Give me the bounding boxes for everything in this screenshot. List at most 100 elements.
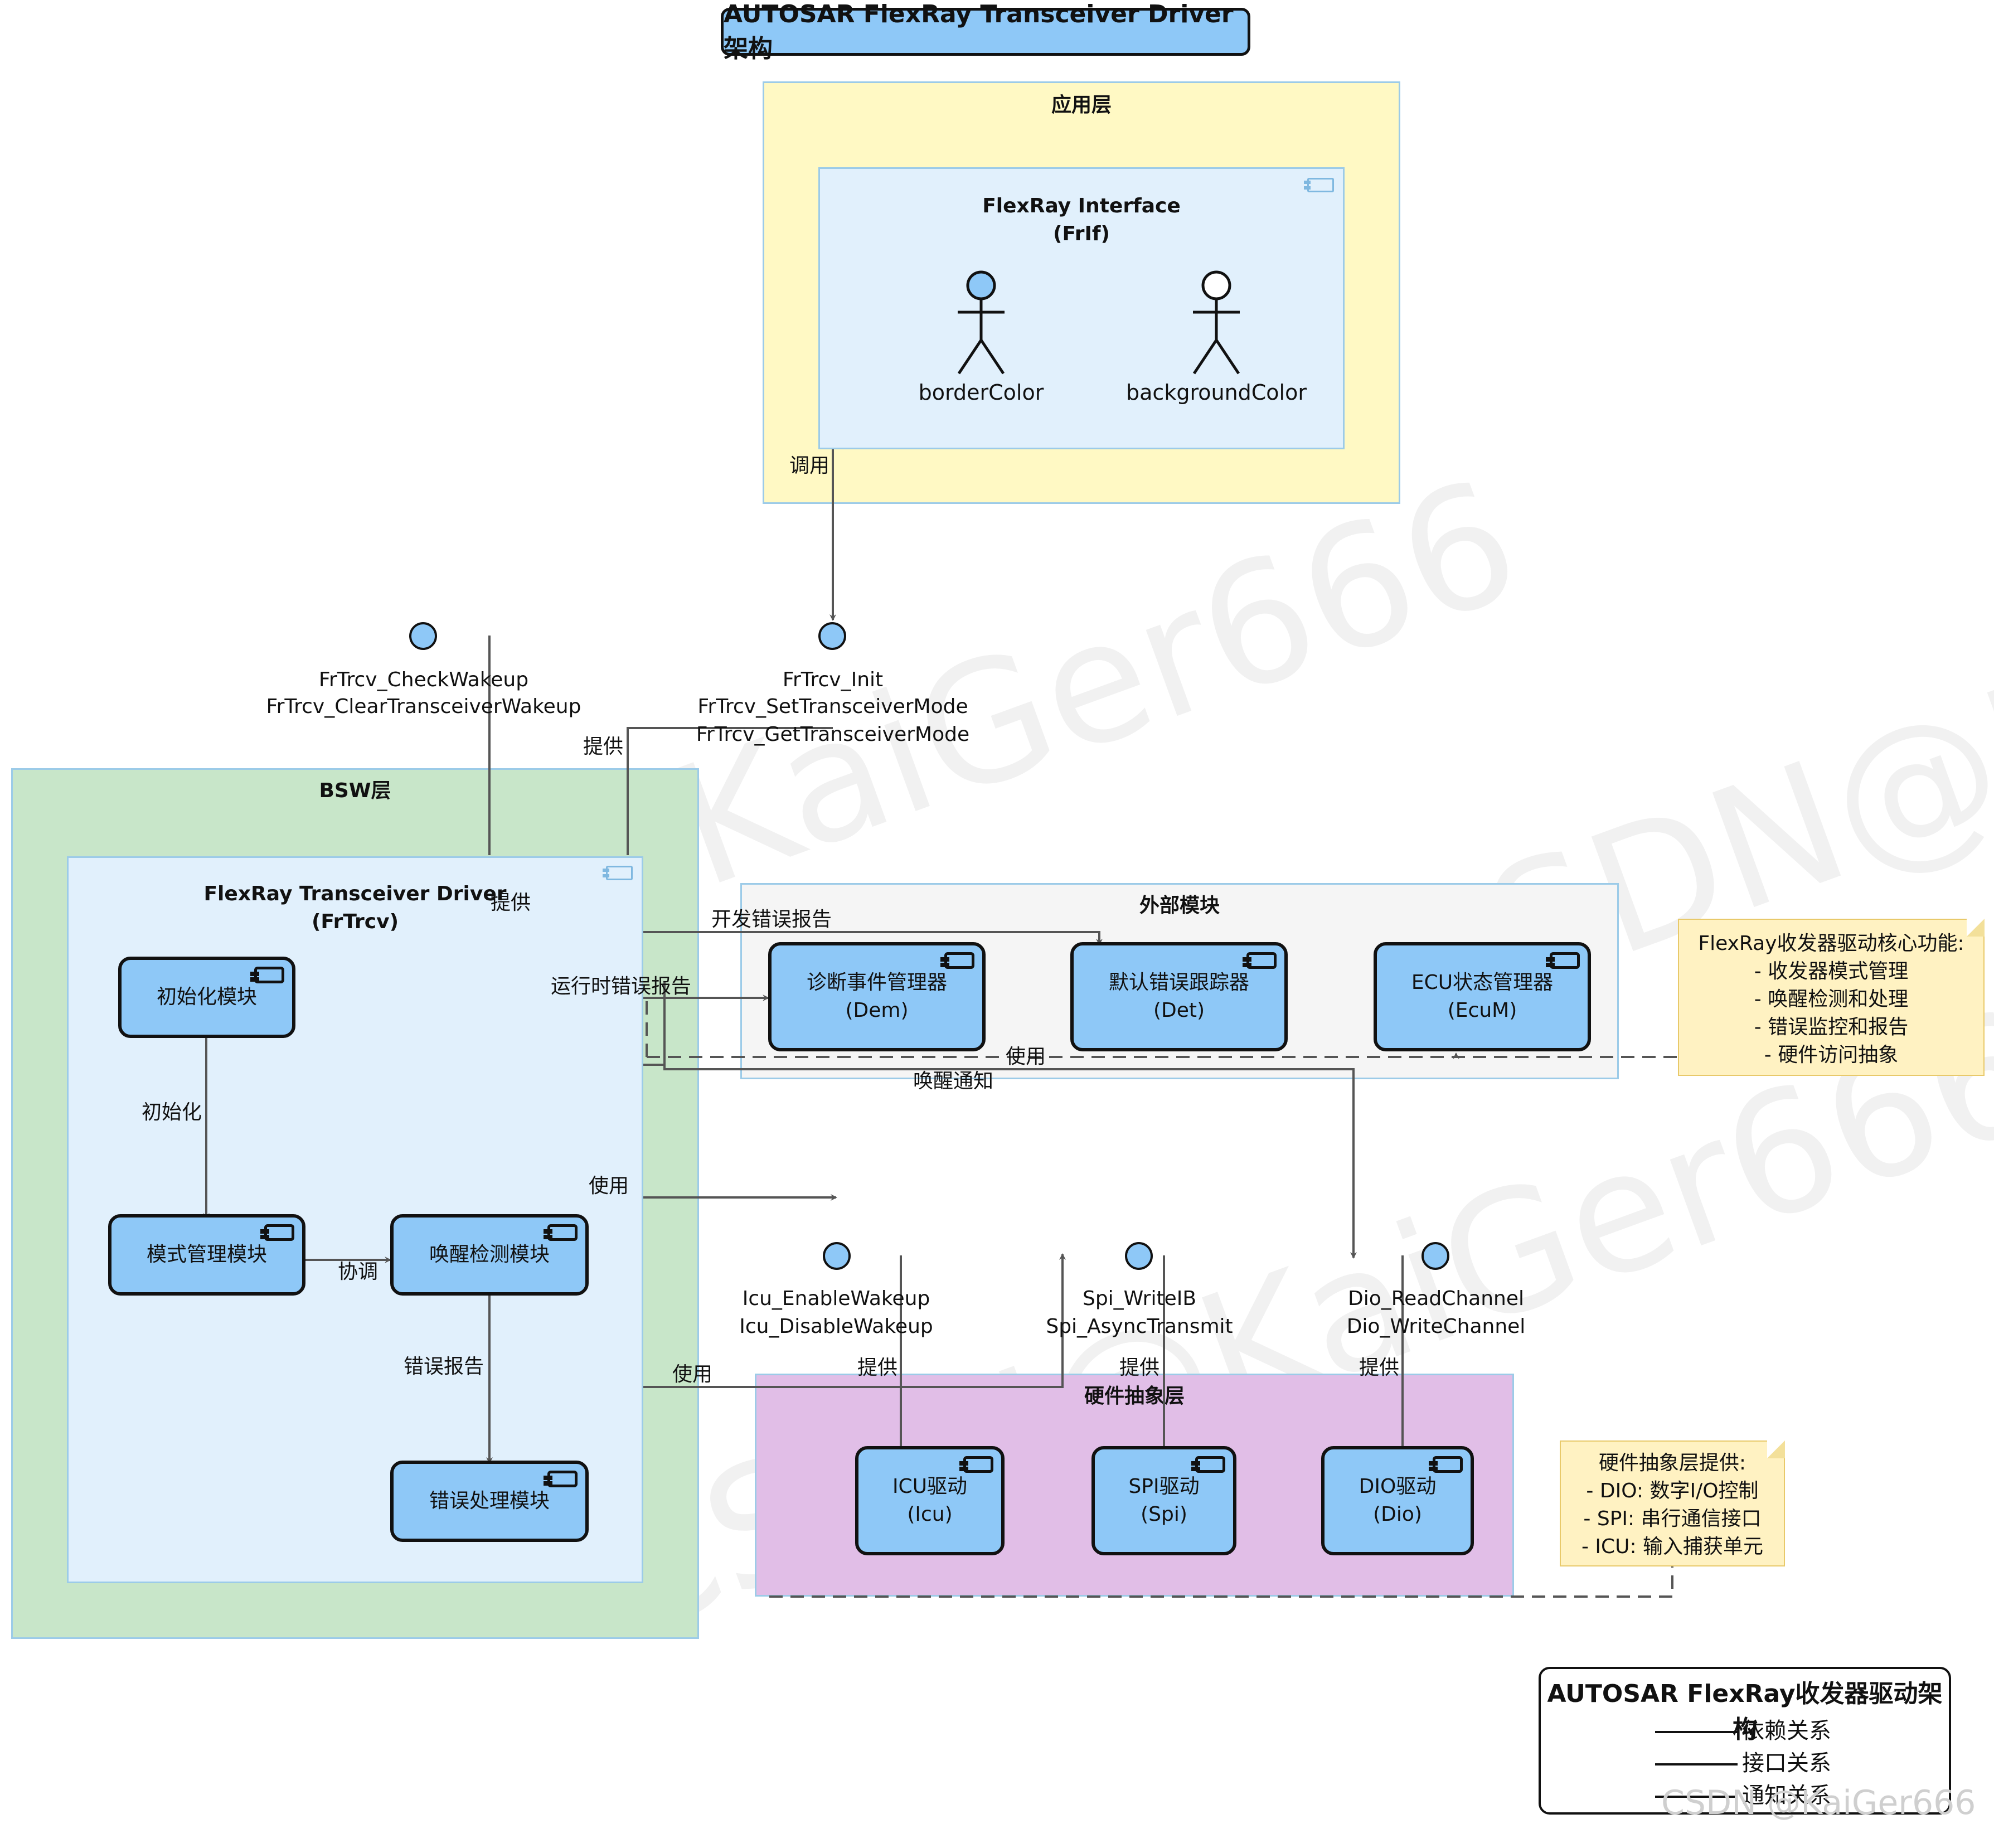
hw-note-title: 硬件抽象层提供: bbox=[1598, 1452, 1746, 1474]
watermark-credit: CSDN @KaiGer666 bbox=[1661, 1783, 1976, 1822]
actor-border-color-label: borderColor bbox=[918, 380, 1044, 405]
note-fold-icon bbox=[1767, 1440, 1785, 1458]
edge-label-coordinate: 协调 bbox=[338, 1260, 379, 1283]
frtrcv-title-line1: FlexRay Transceiver Driver bbox=[203, 882, 507, 905]
interface-wakeup-label-2: FrTrcv_ClearTransceiverWakeup bbox=[266, 695, 581, 718]
component-icon bbox=[1243, 952, 1277, 969]
interface-spi-circle[interactable] bbox=[1125, 1242, 1153, 1270]
edge-label-wakeup-notify: 唤醒通知 bbox=[913, 1070, 994, 1093]
hw-layer-title: 硬件抽象层 bbox=[1084, 1385, 1185, 1408]
component-icon bbox=[940, 952, 974, 969]
interface-init-label-2: FrTrcv_SetTransceiverMode bbox=[697, 695, 968, 718]
interface-dio-label-1: Dio_ReadChannel bbox=[1347, 1287, 1525, 1310]
hw-note-item: - SPI: 串行通信接口 bbox=[1583, 1507, 1762, 1530]
interface-wakeup-label-1: FrTrcv_CheckWakeup bbox=[318, 668, 529, 691]
component-icon bbox=[1304, 178, 1334, 192]
mode-management-module-label: 模式管理模块 bbox=[146, 1243, 267, 1266]
edge-label-call: 调用 bbox=[789, 454, 830, 477]
interface-dio-label-2: Dio_WriteChannel bbox=[1346, 1315, 1526, 1338]
edge-label-provide-2: 提供 bbox=[491, 891, 531, 914]
hw-note-item: - ICU: 输入捕获单元 bbox=[1581, 1535, 1764, 1558]
edge-label-provide-dio: 提供 bbox=[1359, 1356, 1400, 1379]
interface-icu-label-1: Icu_EnableWakeup bbox=[742, 1287, 930, 1310]
core-note-item: - 收发器模式管理 bbox=[1754, 960, 1909, 983]
interface-spi-label-2: Spi_AsyncTransmit bbox=[1046, 1315, 1233, 1338]
component-icon bbox=[959, 1456, 993, 1473]
edge-label-use-ecum: 使用 bbox=[1006, 1045, 1046, 1068]
dem-module-label-2: (Dem) bbox=[845, 999, 909, 1022]
edge-label-provide-1: 提供 bbox=[583, 735, 624, 758]
component-icon bbox=[1546, 952, 1580, 969]
interface-spi-label-1: Spi_WriteIB bbox=[1082, 1287, 1197, 1310]
edge-label-error-report: 错误报告 bbox=[404, 1355, 484, 1378]
edge-label-use-spi: 使用 bbox=[672, 1363, 713, 1386]
dio-driver-module[interactable]: DIO驱动 (Dio) bbox=[1321, 1446, 1474, 1555]
external-modules-title: 外部模块 bbox=[1139, 894, 1220, 917]
component-icon bbox=[544, 1471, 578, 1487]
det-module-label-1: 默认错误跟踪器 bbox=[1108, 971, 1249, 994]
wakeup-detection-module-label: 唤醒检测模块 bbox=[429, 1243, 550, 1266]
edge-label-provide-spi: 提供 bbox=[1119, 1356, 1160, 1379]
legend-item-notification: 通知关系 bbox=[1655, 1777, 1831, 1810]
component-icon bbox=[544, 1224, 578, 1241]
edge-label-dev-error: 开发错误报告 bbox=[711, 908, 832, 931]
interface-init-label-1: FrTrcv_Init bbox=[782, 668, 884, 691]
edge-label-init: 初始化 bbox=[142, 1101, 202, 1124]
actor-background-color-label: backgroundColor bbox=[1126, 380, 1307, 405]
ecum-module[interactable]: ECU状态管理器 (EcuM) bbox=[1374, 942, 1591, 1051]
note-fold-icon bbox=[1967, 919, 1985, 937]
actor-background-color bbox=[1192, 270, 1240, 375]
frif-title-line2: (FrIf) bbox=[1052, 222, 1110, 245]
frif-title-line1: FlexRay Interface bbox=[982, 195, 1181, 217]
app-layer-title: 应用层 bbox=[1051, 94, 1112, 117]
dio-driver-label-2: (Dio) bbox=[1373, 1503, 1422, 1526]
hw-note-item: - DIO: 数字I/O控制 bbox=[1586, 1480, 1759, 1502]
edge-label-runtime-error: 运行时错误报告 bbox=[551, 975, 692, 998]
dio-driver-label-1: DIO驱动 bbox=[1359, 1475, 1437, 1498]
init-module-label: 初始化模块 bbox=[156, 986, 257, 1008]
interface-init-circle[interactable] bbox=[818, 622, 846, 650]
component-icon bbox=[1429, 1456, 1463, 1473]
frif-component: FlexRay Interface (FrIf) bbox=[818, 167, 1345, 449]
edge-label-provide-icu: 提供 bbox=[857, 1356, 898, 1379]
hw-layer-note: 硬件抽象层提供: - DIO: 数字I/O控制 - SPI: 串行通信接口 - … bbox=[1560, 1440, 1785, 1566]
error-handling-module-label: 错误处理模块 bbox=[429, 1490, 550, 1512]
error-handling-module[interactable]: 错误处理模块 bbox=[390, 1461, 589, 1542]
mode-management-module[interactable]: 模式管理模块 bbox=[108, 1214, 305, 1296]
interface-wakeup-circle[interactable] bbox=[409, 622, 437, 650]
component-icon bbox=[250, 967, 284, 983]
spi-driver-label-1: SPI驱动 bbox=[1128, 1475, 1200, 1498]
component-icon bbox=[1191, 1456, 1225, 1473]
spi-driver-module[interactable]: SPI驱动 (Spi) bbox=[1091, 1446, 1236, 1555]
bsw-layer-title: BSW层 bbox=[319, 779, 391, 802]
icu-driver-module[interactable]: ICU驱动 (Icu) bbox=[855, 1446, 1005, 1555]
frtrcv-title-line2: (FrTrcv) bbox=[311, 910, 399, 933]
det-module[interactable]: 默认错误跟踪器 (Det) bbox=[1070, 942, 1288, 1051]
core-note-item: - 唤醒检测和处理 bbox=[1754, 988, 1909, 1011]
dem-module[interactable]: 诊断事件管理器 (Dem) bbox=[768, 942, 986, 1051]
interface-dio-circle[interactable] bbox=[1421, 1242, 1449, 1270]
component-icon bbox=[260, 1224, 294, 1241]
legend-title: AUTOSAR FlexRay收发器驱动架构 bbox=[1547, 1680, 1943, 1744]
legend: AUTOSAR FlexRay收发器驱动架构 依赖关系 接口关系 通知关系 bbox=[1539, 1667, 1951, 1815]
interface-init-label-3: FrTrcv_GetTransceiverMode bbox=[696, 723, 970, 746]
init-module[interactable]: 初始化模块 bbox=[118, 957, 295, 1038]
legend-item-interface: 接口关系 bbox=[1655, 1745, 1831, 1777]
ecum-module-label-1: ECU状态管理器 bbox=[1411, 971, 1554, 994]
spi-driver-label-2: (Spi) bbox=[1141, 1503, 1187, 1526]
actor-border-color bbox=[957, 270, 1005, 375]
wakeup-detection-module[interactable]: 唤醒检测模块 bbox=[390, 1214, 589, 1296]
core-note-item: - 硬件访问抽象 bbox=[1764, 1044, 1899, 1066]
det-module-label-2: (Det) bbox=[1153, 999, 1205, 1022]
interface-icu-label-2: Icu_DisableWakeup bbox=[739, 1315, 933, 1338]
icu-driver-label-2: (Icu) bbox=[907, 1503, 953, 1526]
dem-module-label-1: 诊断事件管理器 bbox=[806, 971, 947, 994]
core-functions-note: FlexRay收发器驱动核心功能: - 收发器模式管理 - 唤醒检测和处理 - … bbox=[1678, 919, 1985, 1076]
interface-icu-circle[interactable] bbox=[823, 1242, 851, 1270]
core-note-title: FlexRay收发器驱动核心功能: bbox=[1698, 932, 1964, 955]
ecum-module-label-2: (EcuM) bbox=[1447, 999, 1517, 1022]
edge-label-use-icu: 使用 bbox=[589, 1175, 629, 1197]
core-note-item: - 错误监控和报告 bbox=[1754, 1016, 1909, 1039]
legend-item-dependency: 依赖关系 bbox=[1655, 1713, 1831, 1745]
